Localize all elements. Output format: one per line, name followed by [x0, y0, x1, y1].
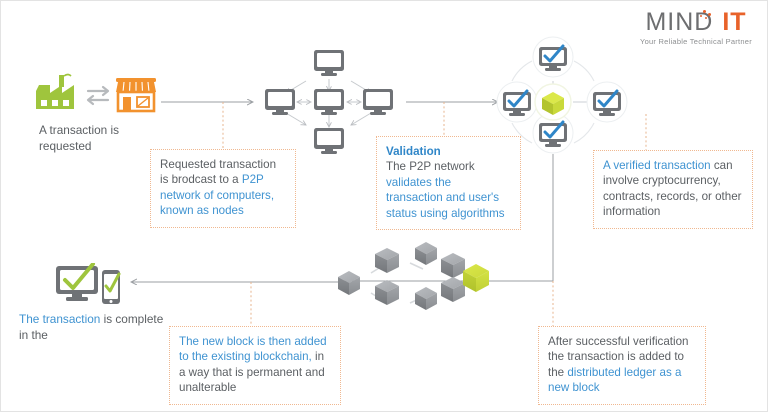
monitor-icon: [361, 88, 395, 121]
bidirectional-arrow-icon: [83, 85, 113, 112]
caption-verified-highlight: A verified transaction: [603, 159, 711, 172]
logo-mind-text: MIND: [645, 8, 714, 36]
cube-icon: [534, 83, 572, 126]
logo-tagline: Your Reliable Technical Partner: [640, 37, 752, 46]
caption-ledger-highlight: distributed ledger as a new block: [548, 365, 682, 395]
origin-label: A transaction is requested: [39, 123, 169, 154]
caption-broadcast-highlight: P2P network of computers, known as nodes: [160, 173, 275, 218]
desktop-check-icon: [53, 262, 101, 310]
monitor-icon: [312, 127, 346, 160]
caption-validation-heading: Validation: [386, 145, 441, 158]
monitor-icon: [263, 88, 297, 121]
caption-verified: A verified transaction can involve crypt…: [593, 150, 753, 229]
caption-new-block: The new block is then added to the exist…: [169, 326, 341, 405]
caption-new-block-highlight: The new block is then added to the exist…: [179, 335, 327, 364]
brand-logo: MIND IT Your Reliable Technical Partner: [633, 8, 759, 47]
monitor-check-icon: [532, 112, 574, 159]
origin-label-line1: A transaction is: [39, 123, 119, 137]
caption-validation-text: The P2P network: [386, 160, 475, 174]
caption-new-block-text: in a way that is permanent and unalterab…: [179, 350, 325, 395]
monitor-icon: [312, 88, 346, 121]
logo-it-text: IT: [722, 8, 747, 36]
caption-broadcast-text: Requested transaction is brodcast to a: [160, 158, 277, 187]
factory-icon: [31, 73, 77, 118]
caption-ledger: After successful verification the transa…: [538, 326, 706, 405]
complete-label-rest: is complete in the: [19, 312, 164, 342]
origin-label-line2: requested: [39, 138, 92, 153]
caption-verified-text: can involve cryptocurrency, contracts, r…: [603, 159, 742, 219]
monitor-check-icon: [586, 81, 628, 128]
validation-network-graph: [511, 60, 595, 144]
complete-label-highlight: The transaction: [19, 312, 101, 326]
complete-label: The transaction is complete in the: [19, 312, 169, 343]
caption-ledger-text: After successful verification the transa…: [548, 335, 689, 379]
phone-check-icon: [100, 269, 122, 310]
caption-broadcast: Requested transaction is brodcast to a P…: [150, 149, 296, 228]
logo-dots-icon: [699, 10, 715, 22]
shop-icon: [114, 74, 158, 119]
monitor-icon: [312, 49, 346, 82]
active-cube-icon: [463, 264, 489, 292]
caption-validation-highlight: validates the transaction and user's sta…: [386, 175, 505, 220]
blockchain-cube-ring: [338, 242, 489, 310]
monitor-check-icon: [532, 36, 574, 83]
monitor-check-icon: [496, 81, 538, 128]
